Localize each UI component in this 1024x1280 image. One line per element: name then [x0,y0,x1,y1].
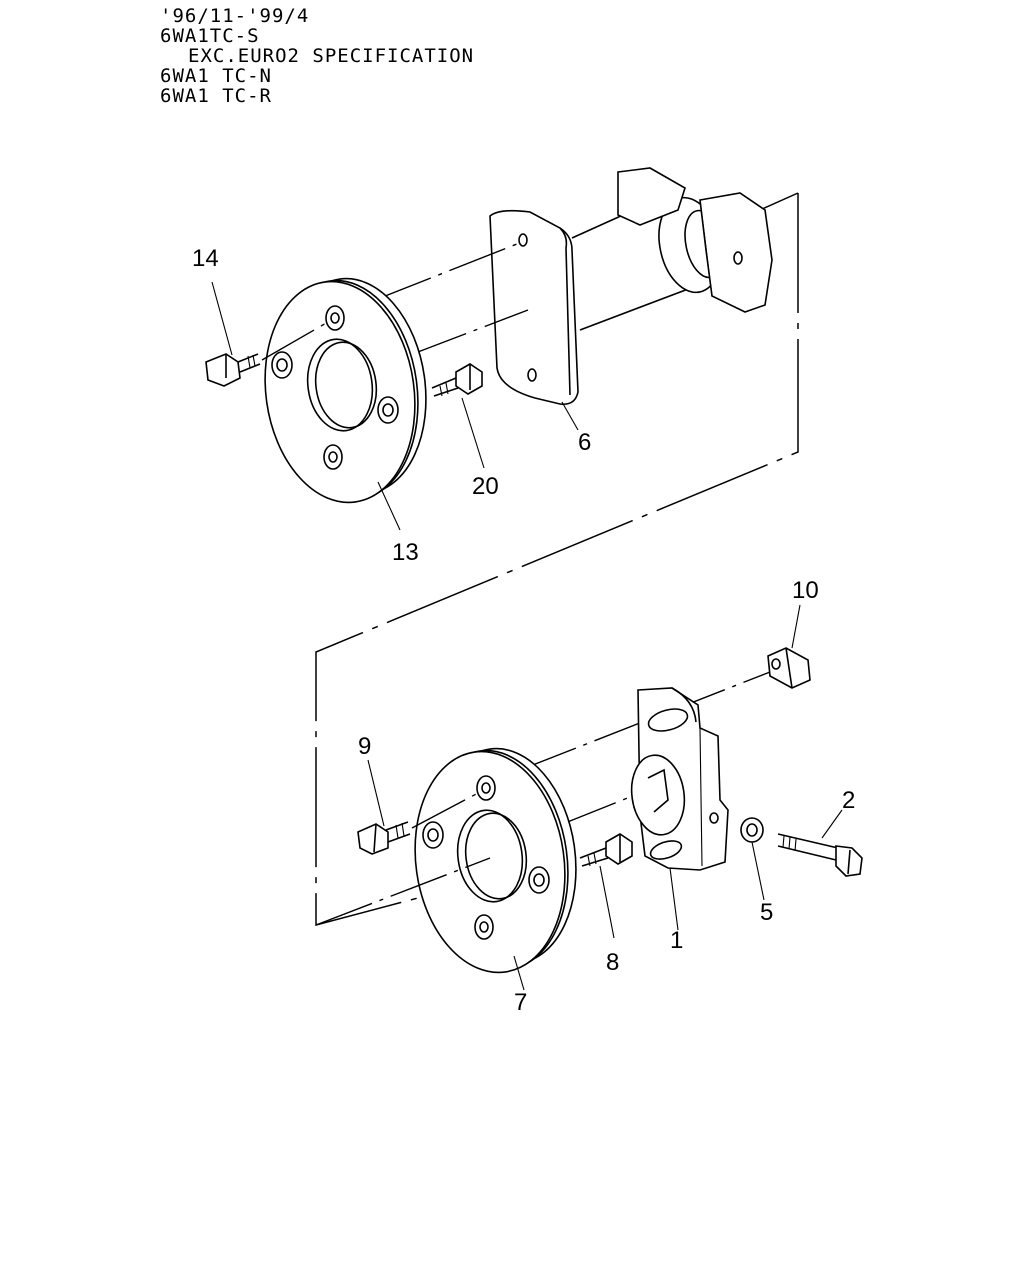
leader-5 [751,841,765,901]
leader-7 [513,955,525,991]
leader-9 [367,759,385,827]
centerline-14 [261,321,329,361]
callout-14: 14 [192,245,219,272]
callout-8: 8 [606,949,619,976]
centerline-9 [411,791,481,829]
leader-1 [669,867,679,931]
shaft-assembly [571,167,773,331]
header-block: '96/11-'99/4 6WA1TC-S EXC.EURO2 SPECIFIC… [160,5,474,107]
callout-1: 1 [670,927,683,954]
leader-6 [561,401,579,431]
leader-10 [791,604,801,649]
part-1-yoke-bracket [630,687,729,871]
callout-10: 10 [792,577,819,604]
callout-13: 13 [392,539,419,566]
header-date-range: '96/11-'99/4 [160,5,309,27]
part-2-bolt [777,833,863,877]
centerline-lower-3 [315,857,491,926]
leader-20 [461,397,485,469]
part-8-bolt [579,833,633,867]
callout-6: 6 [578,429,591,456]
callout-20: 20 [472,473,499,500]
leader-2 [821,809,843,839]
header-spec-note: EXC.EURO2 SPECIFICATION [188,45,474,67]
assembly-frame-top [759,192,799,211]
centerline-upper-2 [409,309,529,356]
header-model-n: 6WA1 TC-N [160,65,272,87]
assembly-frame [315,193,799,926]
centerline-upper-1 [374,241,523,301]
part-9-bolt [357,821,411,855]
callout-5: 5 [760,899,773,926]
header-model-s: 6WA1TC-S [160,25,260,47]
part-13-flange [264,277,427,504]
part-6-yoke-plate [489,209,579,406]
part-10-nut [767,647,811,689]
part-7-flange [414,747,577,974]
part-5-washer [740,817,764,843]
callout-2: 2 [842,787,855,814]
callout-7: 7 [514,989,527,1016]
part-14-bolt [205,353,261,387]
leader-13 [377,481,401,531]
part-20-bolt [431,363,483,397]
leader-8 [599,865,615,939]
header-model-r: 6WA1 TC-R [160,85,272,107]
callout-9: 9 [358,733,371,760]
leader-14 [211,281,233,356]
